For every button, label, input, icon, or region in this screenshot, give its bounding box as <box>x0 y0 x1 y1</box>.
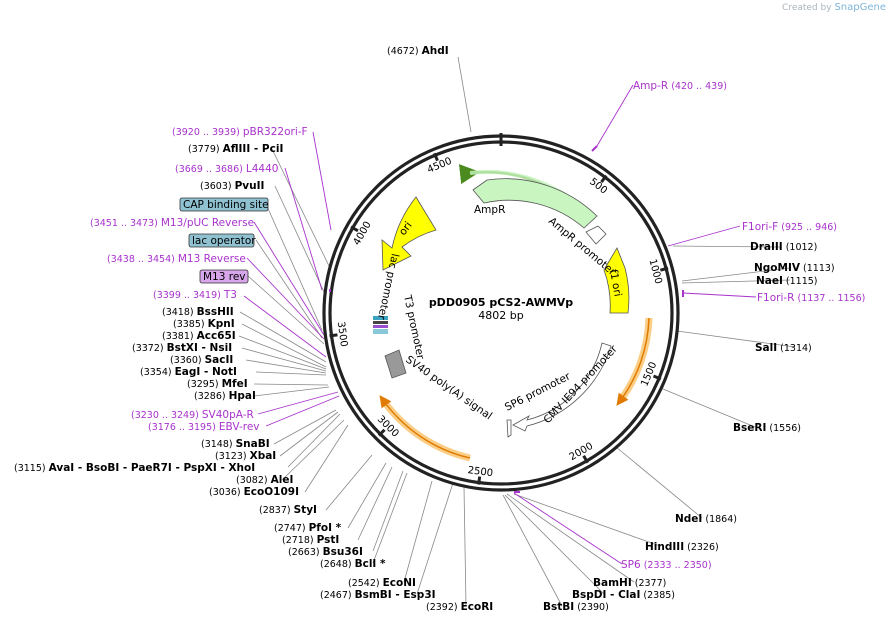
plasmid-length: 4802 bp <box>478 309 523 322</box>
site-label-sali[interactable]: SalI (1314) <box>755 342 812 354</box>
site-label-ahdi[interactable]: (4672) AhdI <box>387 45 449 57</box>
ampr-feature-arrow[interactable] <box>472 178 598 229</box>
site-label-draiii[interactable]: DraIII (1012) <box>750 241 817 253</box>
sv40-label: SV40 poly(A) signal <box>403 354 494 423</box>
site-label-ecoo109i[interactable]: (3036) EcoO109I <box>209 486 299 498</box>
m13-rev-box[interactable] <box>373 325 388 328</box>
tick-mark <box>350 225 359 233</box>
site-label-econi[interactable]: (2542) EcoNI <box>348 577 416 589</box>
primer-marks <box>329 145 684 493</box>
sv40-small-box[interactable] <box>384 349 407 379</box>
site-label-pfoi-[interactable]: (2747) PfoI * <box>274 522 342 534</box>
tick-label: 2500 <box>467 465 494 479</box>
site-label-snabi[interactable]: (3148) SnaBI <box>201 438 270 450</box>
tick-mark <box>652 374 662 381</box>
site-label-styi[interactable]: (2837) StyI <box>259 504 317 516</box>
lac-label: lac promoter <box>375 252 401 321</box>
plasmid-name: pDD0905 pCS2-AWMVp <box>429 296 573 309</box>
site-label-acc65i[interactable]: (3381) Acc65I <box>162 330 236 342</box>
tick-mark <box>582 455 589 464</box>
boxed-feature-m13-rev[interactable] <box>199 269 249 284</box>
primer-label-m13-puc-reverse[interactable]: (3451 .. 3473) M13/pUC Reverse <box>90 217 254 229</box>
tick-mark <box>433 152 439 162</box>
ampr-promoter-arrow[interactable] <box>585 225 607 245</box>
boxed-feature-lac-operator[interactable] <box>188 233 255 248</box>
site-label-bsmbi-esp3i[interactable]: (2467) BsmBI - Esp3I <box>320 589 436 601</box>
primer-label-f1ori-r[interactable]: F1ori-R (1137 .. 1156) <box>757 292 865 304</box>
primer-label-ebv-rev[interactable]: (3176 .. 3195) EBV-rev <box>148 421 260 433</box>
primer-label-sp6[interactable]: SP6 (2333 .. 2350) <box>621 559 712 571</box>
ori-feature-arrow[interactable] <box>381 196 437 271</box>
boxed-feature-label: lac operator <box>192 235 256 247</box>
leader-lines <box>238 56 796 607</box>
ampr-label: AmpR <box>474 204 505 216</box>
lac-operator-box[interactable] <box>373 321 388 324</box>
site-labels: (4672) AhdI DraIII (1012) NgoMIV (1113)Nae… <box>14 45 865 613</box>
site-label-naei[interactable]: NaeI (1115) <box>756 275 818 287</box>
tick-mark <box>600 174 608 183</box>
cmv-direction-arrow <box>616 317 650 406</box>
tick-marks <box>329 133 669 485</box>
credit-text: Created by <box>782 3 832 13</box>
site-label-bspdi-clai[interactable]: BspDI - ClaI (2385) <box>572 589 675 601</box>
site-label-afliii-pcii[interactable]: (3779) AflIII - PciI <box>188 143 283 155</box>
site-label-hpai[interactable]: (3286) HpaI <box>194 390 256 402</box>
site-label-xbai[interactable]: (3123) XbaI <box>215 450 276 462</box>
sv40-direction-arrow <box>379 395 471 459</box>
site-label-psti[interactable]: (2718) PstI <box>282 534 339 546</box>
primer-label-t3[interactable]: (3399 .. 3419) T3 <box>153 289 237 301</box>
tick-label: 1000 <box>646 258 663 285</box>
site-label-pvuii[interactable]: (3603) PvuII <box>200 180 264 192</box>
primer-label-m13-reverse[interactable]: (3438 .. 3454) M13 Reverse <box>107 253 246 265</box>
site-label-bsu36i[interactable]: (2663) Bsu36I <box>288 546 363 558</box>
tick-mark <box>477 476 482 485</box>
cmv-promoter-arrow[interactable] <box>512 342 612 432</box>
site-label-bcli-[interactable]: (2648) BclI * <box>320 558 386 570</box>
created-by-credit: Created by SnapGene <box>782 2 886 13</box>
primer-label-amp-r[interactable]: Amp-R (420 .. 439) <box>633 80 727 92</box>
primer-label-sv40pa-r[interactable]: (3230 .. 3249) SV40pA-R <box>131 409 254 421</box>
site-label-mfei[interactable]: (3295) MfeI <box>187 378 248 390</box>
tick-mark <box>329 333 338 338</box>
site-label-sacii[interactable]: (3360) SacII <box>170 354 233 366</box>
cap-site-box[interactable] <box>373 316 388 320</box>
snapgene-logo: SnapGene <box>834 2 886 13</box>
site-label-bseri[interactable]: BseRI (1556) <box>733 422 801 434</box>
f1-ori-label: f1 ori <box>607 268 624 297</box>
primer-label-pbr322ori-f[interactable]: (3920 .. 3939) pBR322ori-F <box>172 126 308 138</box>
site-label-ndei[interactable]: NdeI (1864) <box>675 513 737 525</box>
site-label-bstxi-nsii[interactable]: (3372) BstXI - NsiI <box>132 342 232 354</box>
boxed-feature-label: M13 rev <box>203 271 246 283</box>
tick-mark <box>377 428 386 437</box>
boxed-feature-label: CAP binding site <box>183 199 269 211</box>
sp6-promoter-arrow[interactable] <box>506 419 512 438</box>
tick-mark <box>659 266 669 272</box>
site-label-kpni[interactable]: (3385) KpnI <box>173 318 235 330</box>
site-label-bsshii[interactable]: (3418) BssHII <box>162 306 234 318</box>
site-label-bstbi[interactable]: BstBI (2390) <box>543 601 609 613</box>
tick-label: 3500 <box>335 321 349 348</box>
boxed-feature-cap-binding-site[interactable] <box>179 197 269 212</box>
site-label-alei[interactable]: (3082) AleI <box>236 474 293 486</box>
site-label-hindiii[interactable]: HindIII (2326) <box>645 541 719 553</box>
cmv-highlight-bar <box>617 317 653 404</box>
site-label-avai-bsobi-paer7i-pspxi-xhoi[interactable]: (3115) AvaI - BsoBI - PaeR7I - PspXI - X… <box>14 462 255 474</box>
t3-box[interactable] <box>373 329 388 334</box>
primer-label-l4440[interactable]: (3669 .. 3686) L4440 <box>175 163 278 175</box>
primer-label-f1ori-f[interactable]: F1ori-F (925 .. 946) <box>742 221 837 233</box>
site-label-bamhi[interactable]: BamHI (2377) <box>593 577 666 589</box>
t3-label: T3 promoter <box>401 293 427 361</box>
primer-leader-lines <box>243 84 757 565</box>
site-label-eagi-noti[interactable]: (3354) EagI - NotI <box>140 366 237 378</box>
site-label-ngomiv[interactable]: NgoMIV (1113) <box>754 262 835 274</box>
f1-ori-feature-arrow[interactable] <box>603 247 630 314</box>
site-label-ecori[interactable]: (2392) EcoRI <box>426 601 493 613</box>
